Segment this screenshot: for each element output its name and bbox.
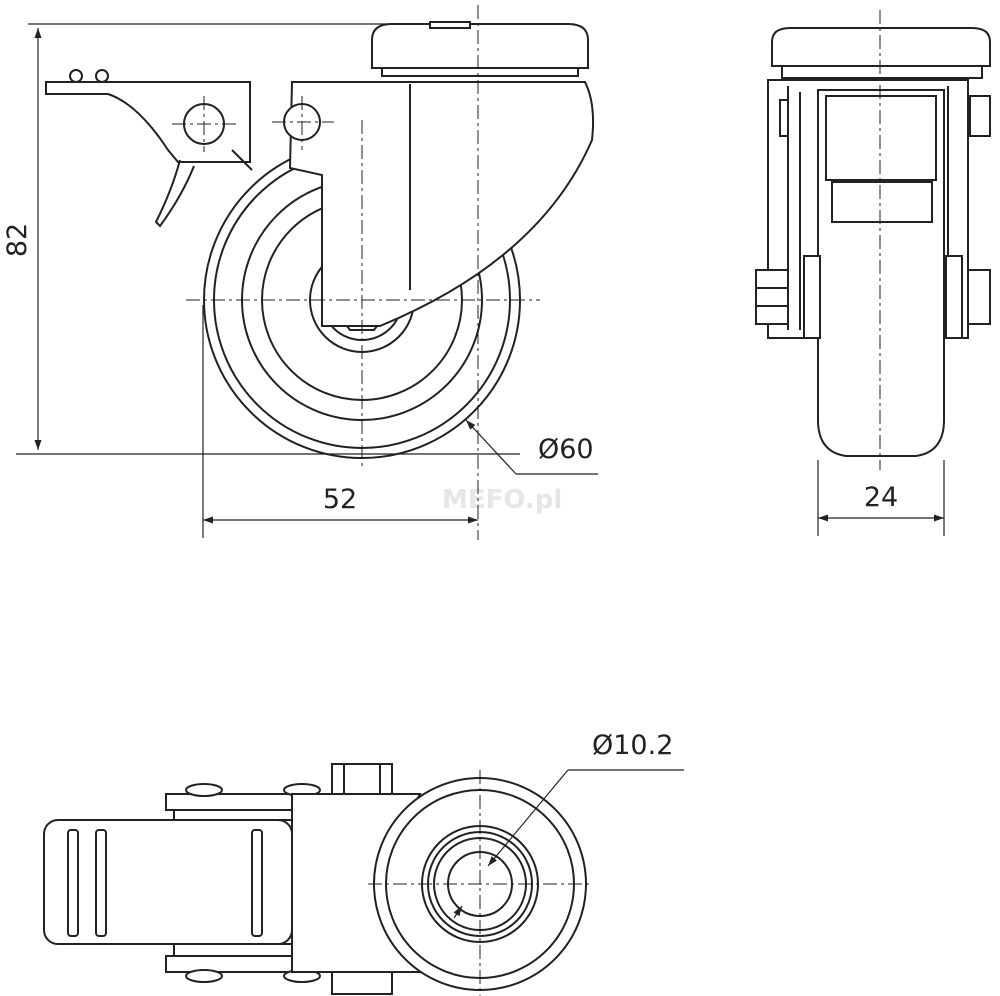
watermark: MEFO.pl <box>442 485 562 515</box>
dimension-bolt-hole-label: Ø10.2 <box>592 730 673 761</box>
dimension-wheel-diameter-label: Ø60 <box>538 434 594 465</box>
dimension-height-label: 82 <box>2 223 33 257</box>
dimension-wheel-diameter: Ø60 <box>465 419 598 475</box>
side-fork <box>288 81 595 327</box>
side-top-plate <box>371 23 589 69</box>
front-view <box>755 10 991 470</box>
front-axle-nut <box>755 269 789 325</box>
dimension-bolt-hole: Ø10.2 <box>453 730 684 919</box>
top-view <box>43 763 592 996</box>
top-axle-nut <box>331 763 393 795</box>
dimension-height: 82 <box>2 23 520 455</box>
dimension-width-label: 52 <box>323 484 357 515</box>
brake-pedal <box>43 819 293 945</box>
side-view <box>45 5 595 540</box>
front-top-plate <box>771 27 991 67</box>
dimension-wheel-width: 24 <box>817 460 945 536</box>
dimension-width: 52 <box>202 305 478 538</box>
dimension-wheel-width-label: 24 <box>864 482 898 513</box>
